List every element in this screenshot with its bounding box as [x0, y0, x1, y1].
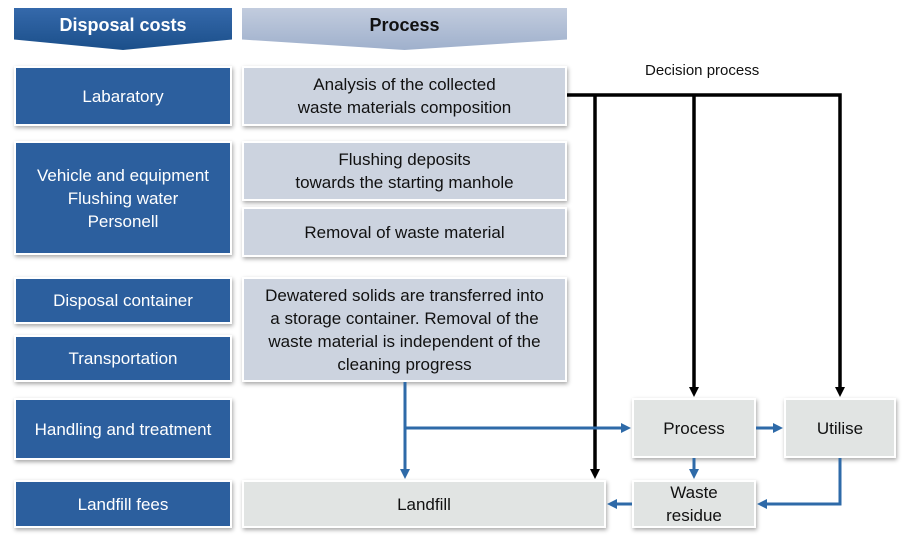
decision-main-line: [567, 93, 845, 397]
process-dewatered: Dewatered solids are transferred into a …: [242, 277, 567, 382]
outcome-utilise: Utilise: [784, 398, 896, 458]
cost-handling-treatment: Handling and treatment: [14, 398, 232, 460]
decision-process-label: Decision process: [645, 62, 760, 79]
flow-utilise-to-residue: [757, 458, 842, 509]
material-flow-arrows: [400, 382, 842, 509]
cost-landfill-fees: Landfill fees: [14, 480, 232, 528]
cost-laboratory: Labaratory: [14, 66, 232, 126]
cost-transportation: Transportation: [14, 335, 232, 382]
decision-arrows: [567, 93, 845, 479]
process-removal: Removal of waste material: [242, 207, 567, 257]
process-analysis: Analysis of the collected waste material…: [242, 66, 567, 126]
cost-vehicle-equipment: Vehicle and equipment Flushing water Per…: [14, 141, 232, 255]
outcome-landfill: Landfill: [242, 480, 606, 528]
outcome-waste-residue: Waste residue: [632, 480, 756, 528]
outcome-process: Process: [632, 398, 756, 458]
process-flushing: Flushing deposits towards the starting m…: [242, 141, 567, 201]
cost-disposal-container: Disposal container: [14, 277, 232, 324]
